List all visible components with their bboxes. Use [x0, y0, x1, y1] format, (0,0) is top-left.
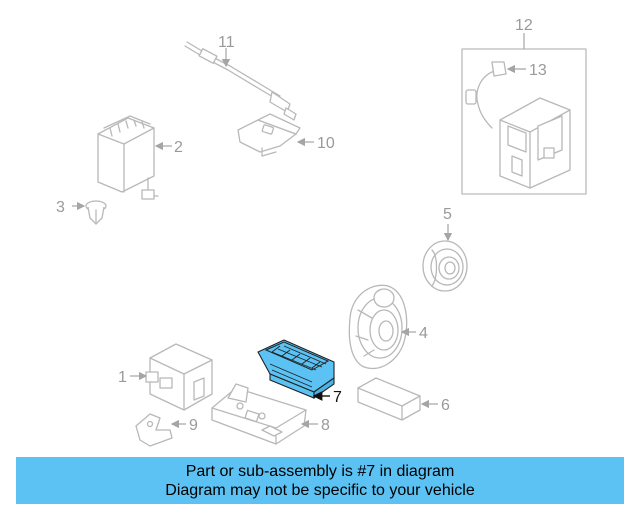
part-2-control-module[interactable] — [97, 115, 159, 200]
callout-10: 10 — [317, 135, 335, 152]
callout-8: 8 — [321, 417, 330, 434]
callout-4: 4 — [419, 325, 428, 342]
banner-line-disclaimer: Diagram may not be specific to your vehi… — [165, 481, 475, 499]
part-4-speaker[interactable] — [348, 284, 408, 370]
callout-12: 12 — [515, 17, 533, 34]
part-12-amplifier-bracket[interactable] — [499, 97, 571, 189]
callout-9: 9 — [189, 417, 198, 434]
part-7-highlighted-component[interactable] — [257, 339, 335, 400]
part-11-antenna-cable[interactable] — [184, 41, 297, 121]
callout-13: 13 — [529, 62, 547, 79]
part-8-mounting-tray[interactable] — [211, 383, 307, 445]
banner-line-part-number: Part or sub-assembly is #7 in diagram — [185, 462, 455, 480]
part-6-receiver-box[interactable] — [357, 377, 421, 421]
part-10-module[interactable] — [237, 113, 301, 157]
callout-11: 11 — [218, 34, 235, 51]
callout-7: 7 — [333, 389, 342, 406]
part-info-banner: Part or sub-assembly is #7 in diagram Di… — [16, 457, 624, 504]
callout-2: 2 — [174, 139, 183, 156]
part-13-connector[interactable] — [465, 61, 507, 129]
part-5-tweeter[interactable] — [422, 240, 468, 292]
callout-1: 1 — [118, 369, 127, 386]
part-3-clip[interactable] — [85, 200, 107, 225]
callout-6: 6 — [441, 397, 450, 414]
part-9-bracket[interactable] — [135, 413, 173, 447]
callout-3: 3 — [56, 199, 65, 216]
part-1-module[interactable] — [145, 343, 213, 411]
callout-5: 5 — [443, 206, 452, 223]
